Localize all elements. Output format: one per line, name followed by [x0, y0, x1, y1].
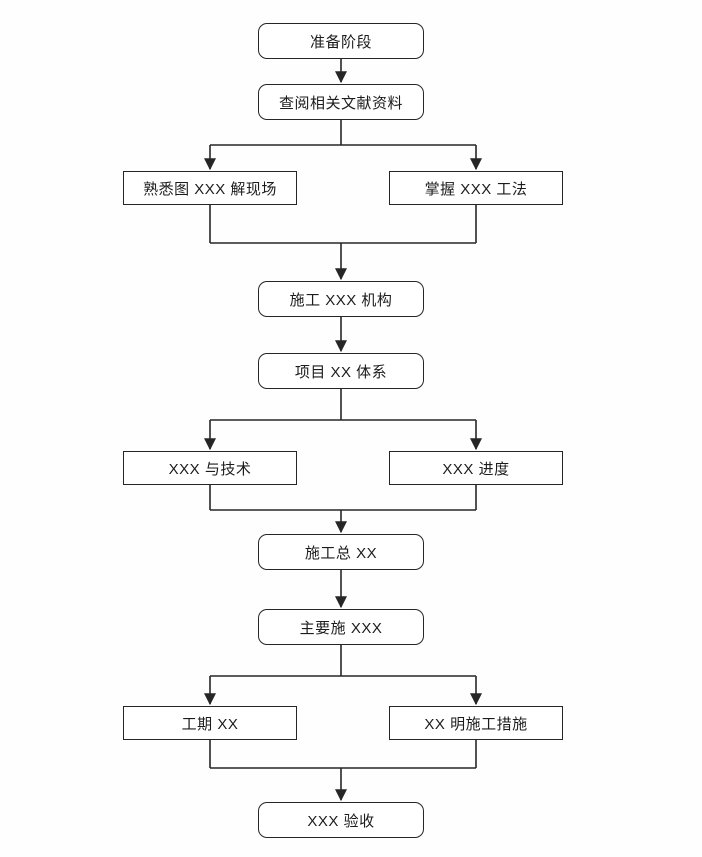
node-prepare-stage: 准备阶段: [258, 23, 424, 59]
node-technology: XXX 与技术: [123, 451, 297, 485]
node-acceptance: XXX 验收: [258, 802, 424, 838]
node-progress: XXX 进度: [389, 451, 563, 485]
node-familiarize-drawings-site: 熟悉图 XXX 解现场: [123, 171, 297, 205]
node-project-system: 项目 XX 体系: [258, 353, 424, 389]
node-review-literature: 查阅相关文献资料: [258, 84, 424, 120]
node-construction-measures: XX 明施工措施: [389, 706, 563, 740]
node-construction-organization: 施工 XXX 机构: [258, 281, 424, 317]
node-construction-total: 施工总 XX: [258, 534, 424, 570]
node-duration: 工期 XX: [123, 706, 297, 740]
node-master-method: 掌握 XXX 工法: [389, 171, 563, 205]
node-main-construction: 主要施 XXX: [258, 609, 424, 645]
